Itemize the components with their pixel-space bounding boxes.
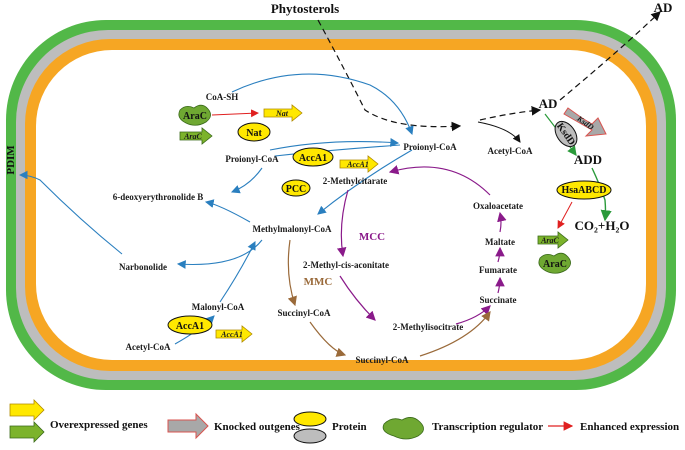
legend-regulator: Transcription regulator (432, 421, 543, 433)
mcc-arrow-1 (336, 189, 349, 258)
methylcitarate-label: 2-Methylcitarate (323, 176, 387, 186)
acca1-protein-lower (167, 315, 213, 335)
arac-gene-right: AraC (537, 231, 569, 249)
legend-green-gene-icon (9, 421, 45, 443)
ad-export-path (559, 11, 661, 101)
legend-protein-yellow-icon (293, 411, 327, 427)
arac-regulator-left-label: AraC (183, 111, 207, 122)
acca1-protein-upper (292, 147, 334, 167)
legend-yellow-gene-icon (9, 399, 45, 421)
acca1-gene-upper-label: AccA1 (346, 160, 369, 169)
ksdd-protein (554, 120, 578, 148)
add-label: ADD (574, 152, 602, 167)
succinyl-left-label: Succinyl-CoA (277, 308, 331, 318)
mcc-arrow-2 (339, 275, 376, 321)
phytosterols-path (317, 19, 462, 132)
legend-protein: Protein (332, 421, 367, 433)
add-to-co2-arrow (591, 167, 612, 222)
legend: Overexpressed genes Knocked outgenes Pro… (9, 399, 679, 444)
mcc-arrow-6 (497, 211, 507, 233)
narbonolide-label: Narbonolide (119, 262, 167, 272)
mmc-arrow-3 (419, 311, 491, 357)
mcc-arrow-3 (455, 305, 491, 325)
succinyl-bottom-label: Succinyl-CoA (355, 355, 409, 365)
acca1-protein-upper-label: AccA1 (299, 153, 327, 164)
legend-overexpressed: Overexpressed genes (50, 419, 148, 431)
pcc-protein (281, 179, 311, 197)
methyl-cis-aconitate-label: 2-Methyl-cis-aconitate (303, 260, 389, 270)
coa-sh-label: CoA-SH (206, 92, 239, 102)
hsaabcd-protein (556, 180, 612, 200)
acca1-protein-lower-label: AccA1 (176, 321, 204, 332)
proionyl-coa-left: Proionyl-CoA (225, 154, 279, 164)
mcc-arrow-7 (388, 165, 491, 196)
legend-knocked: Knocked outgenes (214, 421, 301, 433)
narbonolide-to-pdim-arrow (18, 170, 123, 255)
mmc-label: MMC (304, 276, 333, 288)
proionyl-to-deoxy-arrow (230, 167, 263, 194)
methylisocitrate-label: 2-Methylisocitrate (393, 322, 463, 332)
pcc-protein-label: PCC (286, 184, 307, 195)
acetyl-coa-bottom: Acetyl-CoA (126, 342, 171, 352)
enhanced-arrow-right (557, 201, 573, 229)
cytoplasm (36, 50, 646, 360)
succinate-label: Succinate (480, 295, 517, 305)
nat-gene-label: Nat (275, 109, 289, 118)
deoxyerythronolide-label: 6-deoxyerythronolide B (113, 192, 204, 202)
to-ad-path (479, 106, 542, 121)
enhanced-arrow-left (211, 109, 259, 118)
mcc-arrow-4 (495, 276, 505, 294)
proionyl-left-to-right-arrow (269, 138, 400, 151)
arac-gene-left-label: AraC (183, 132, 202, 141)
hsaabcd-label: HsaABCD (561, 185, 606, 196)
proionyl-to-methylmalonyl-arrow (317, 149, 413, 215)
mcc-label: MCC (359, 231, 385, 243)
acetyl-coa-top: Acetyl-CoA (488, 146, 533, 156)
mmc-arrow-2 (309, 321, 347, 357)
nat-gene: Nat (263, 104, 303, 122)
oxaloacetate-label: Oxaloacetate (473, 201, 523, 211)
legend-protein-gray-icon (293, 428, 327, 444)
fumarate-label: Fumarate (479, 265, 517, 275)
nat-protein-label: Nat (246, 128, 262, 139)
malonyl-to-methylmalonyl-arrow (219, 241, 256, 303)
pdim-label: PDIM (5, 145, 17, 175)
methylmalonyl-to-narbonolide-arrow (176, 239, 263, 269)
mcc-arrow-5 (495, 246, 505, 263)
proionyl-coa-right: Proionyl-CoA (403, 142, 457, 152)
acca1-gene-lower: AccA1 (215, 325, 253, 343)
acetylcoa-branch (477, 121, 521, 143)
methylmalonyl-label: Methylmalonyl-CoA (253, 224, 332, 234)
co2-h2o-label: CO₂+H₂O (575, 218, 630, 233)
methylmalonyl-to-deoxy-arrow (204, 199, 251, 223)
arac-gene-left: AraC (179, 127, 213, 145)
legend-enhanced: Enhanced expression (580, 421, 679, 433)
arac-gene-right-label: AraC (540, 236, 559, 245)
cell-membrane (6, 20, 676, 390)
legend-knocked-icon (167, 412, 209, 440)
phytosterols-label: Phytosterols (271, 1, 339, 16)
ad-top-label: AD (654, 0, 673, 15)
arac-regulator-right-label: AraC (543, 259, 567, 270)
proionyl-right-to-left-line (274, 144, 401, 157)
malonyl-label: Malonyl-CoA (192, 302, 245, 312)
nat-protein (237, 122, 271, 142)
arac-regulator-right (538, 252, 571, 274)
acca1-gene-upper: AccA1 (339, 155, 379, 173)
acca1-gene-lower-label: AccA1 (220, 330, 243, 339)
arac-regulator-left (178, 104, 211, 126)
coash-to-proionyl-arrow (231, 73, 414, 136)
mmc-arrow-1 (287, 239, 297, 307)
legend-regulator-icon (382, 417, 424, 440)
maltate-label: Maltate (485, 237, 515, 247)
ad-label: AD (539, 96, 558, 111)
